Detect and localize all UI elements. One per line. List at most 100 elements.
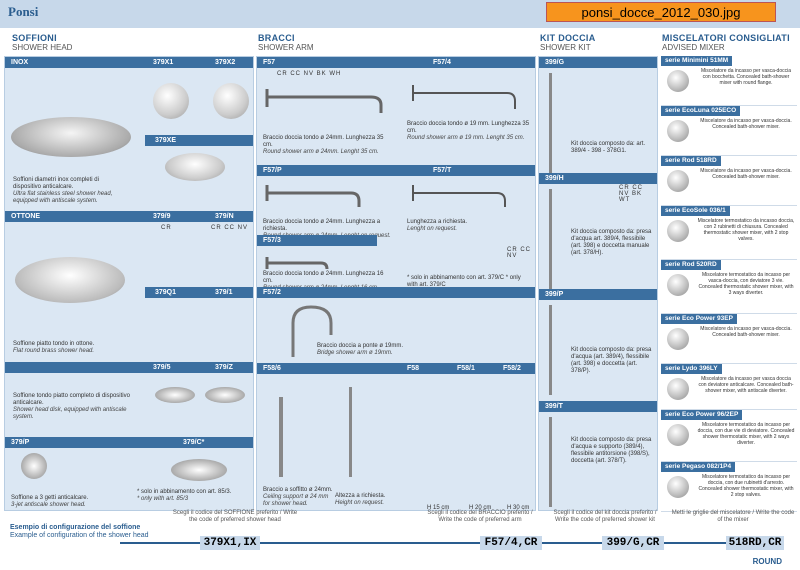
row4-desc-it: Soffione a 3 getti anticalcare. [11, 495, 89, 501]
mixer-item: serie Minimini 51MM Miscelatore da incas… [661, 56, 797, 106]
mixer-desc: Miscelatore da incasso per vasca-doccia … [700, 68, 792, 86]
code-379-5: 379/5 [153, 364, 171, 371]
hint-arm: Scegli il codice del BRACCIO preferito /… [427, 510, 533, 523]
example-code-shower-head: 379X1,IX [200, 536, 260, 550]
flow-arrow [260, 542, 480, 544]
mixer-tag: serie EcoLuna 025ECO [661, 106, 741, 116]
mixer-image [667, 476, 689, 498]
code-379-n: 379/N [215, 213, 234, 220]
arm-f572-drawing [291, 305, 333, 357]
f57t-desc-it: Lunghezza a richiesta. [407, 219, 468, 225]
col-header-soffioni: SOFFIONI SHOWER HEAD [12, 33, 72, 53]
kit-p-description: Kit doccia composto da: presa d'acqua (a… [571, 347, 652, 374]
code-379-p: 379/P [11, 439, 30, 446]
shower-head-379xe-image [165, 153, 225, 181]
mixer-desc: Miscelatore da incasso per vasca-doccia.… [700, 118, 792, 130]
ottone-description: Soffione piatto tondo in ottone. Flat ro… [13, 341, 123, 355]
row4-note: * solo in abbinamento con art. 85/3. * o… [137, 489, 249, 503]
f57-description: Braccio doccia tondo ø 24mm. Lunghezza 3… [263, 135, 393, 156]
mixer-item: serie EcoSole 036/1 Miscelatore termosta… [661, 206, 797, 260]
finish-379-n: CR CC NV [211, 225, 249, 231]
mixer-image [667, 220, 689, 242]
f58-bar: F58/6 F58 F58/1 F58/2 [257, 363, 535, 374]
f58-desc-en: Height on request. [335, 500, 385, 506]
code-379x1: 379X1 [153, 59, 174, 66]
example-code-arm: F57/4,CR [480, 536, 542, 550]
mixer-image [667, 424, 689, 446]
example-title: Esempio di configurazione del soffione E… [10, 524, 149, 540]
mixer-image [667, 70, 689, 92]
code-f57-4: F57/4 [433, 59, 451, 66]
code-f58-1: F58/1 [457, 365, 475, 372]
mixer-desc: Miscelatore da incasso per vasca-doccia.… [700, 168, 792, 180]
mixer-image [667, 274, 689, 296]
kit-t-image [549, 417, 552, 507]
height-f58: H 15 cm [427, 505, 450, 511]
mixer-tag: serie EcoSole 036/1 [661, 206, 730, 216]
row3-bar: 379/5 379/Z [5, 362, 253, 373]
col-title: MISCELATORI CONSIGLIATI [662, 33, 790, 43]
ottone-desc-en: Flat round brass shower head. [13, 348, 95, 354]
mixer-desc: Miscelatore da incasso per vasca doccia … [698, 376, 794, 394]
code-399-p: 399/P [545, 291, 564, 298]
row4-description: Soffione a 3 getti anticalcare. 3-jet an… [11, 495, 111, 509]
inox-label: INOX [11, 59, 29, 66]
col-subtitle: SHOWER ARM [258, 43, 314, 52]
col-title: SOFFIONI [12, 33, 57, 43]
379q1-bar: 379Q1 379/1 [145, 287, 253, 298]
col-header-bracci: BRACCI SHOWER ARM [258, 33, 314, 53]
mixer-tag: serie Lydo 396LY [661, 364, 722, 374]
hint-shower-head: Scegli il codice del SOFFIONE preferito … [172, 510, 298, 523]
row4-bar: 379/P 379/C* [5, 437, 253, 448]
f572-note: * solo in abbinamento con art. 379/C * o… [407, 275, 521, 288]
f573-bar: F57/3 [257, 235, 377, 246]
code-379x2: 379X2 [215, 59, 236, 66]
mixer-desc: Miscelatore termostatico da incasso per … [697, 422, 795, 446]
shower-head-large-image [11, 117, 131, 157]
mixer-desc: Miscelatore da incasso per vasca-doccia.… [700, 326, 792, 338]
row3-description: Soffione tondo piatto completo di dispos… [13, 393, 143, 421]
kit-h-image [549, 189, 552, 289]
code-f57-3: F57/3 [263, 237, 281, 244]
code-379-z: 379/Z [215, 364, 233, 371]
top-bar: Ponsi ponsi_docce_2012_030.jpg [0, 0, 800, 28]
f572-description: Braccio doccia a ponte ø 19mm. Bridge sh… [317, 343, 427, 357]
ceiling-arm-f58-image [349, 387, 352, 477]
code-f57-t: F57/T [433, 167, 452, 174]
mixer-item: serie Eco Power 96/2EP Miscelatore termo… [661, 410, 797, 462]
hint-mixer: Metti le griglie del miscelatore / Write… [671, 510, 795, 523]
f586-desc-en: Ceiling support ø 24 mm for shower head. [263, 494, 329, 507]
mixer-tag: serie Rod 518RD [661, 156, 721, 166]
f57p-desc-it: Braccio doccia tondo ø 24mm. Lunghezza a… [263, 219, 381, 232]
shower-head-379x2-image [213, 83, 249, 119]
ottone-label: OTTONE [11, 213, 41, 220]
mixer-desc: Miscelatore termostatico da incasso docc… [697, 218, 795, 242]
code-379-c: 379/C* [183, 439, 205, 446]
inox-bar: INOX 379X1 379X2 [5, 57, 253, 68]
code-f58: F58 [407, 365, 420, 372]
col-subtitle: SHOWER HEAD [12, 43, 73, 52]
shower-head-ottone-image [15, 257, 125, 303]
ceiling-arm-f58-6-image [279, 397, 283, 477]
code-399-t: 399/T [545, 403, 563, 410]
arm-f57-drawing [265, 89, 383, 113]
code-f58-6: F58/6 [263, 365, 281, 372]
f57-4-desc-en: Round shower arm ø 19 mm. Lenght 35 cm. [407, 135, 525, 141]
finish-379-9: CR [161, 225, 172, 231]
shower-head-379-5-image [155, 387, 195, 403]
kit-t-description: Kit doccia composto da: presa d'acqua e … [571, 437, 652, 464]
kit-g-description: Kit doccia composto da: art. 389/4 - 398… [571, 141, 646, 154]
mixer-desc: Miscelatore termostatico da incasso per … [698, 474, 794, 498]
col-title: BRACCI [258, 33, 295, 43]
code-379q1: 379Q1 [155, 289, 177, 296]
mixer-tag: serie Eco Power 96/2EP [661, 410, 743, 420]
f572-bar: F57/2 [257, 287, 535, 298]
code-379-9: 379/9 [153, 213, 171, 220]
mixer-desc: Miscelatore termostatico da incasso per … [698, 272, 794, 296]
ottone-bar: OTTONE 379/9 379/N [5, 211, 253, 222]
height-f58-1: H 20 cm [469, 505, 492, 511]
row4-desc-en: 3-jet antiscale shower head. [11, 502, 86, 508]
mixer-image [667, 378, 689, 400]
mixer-item: serie Pegaso 082/1P4 Miscelatore termost… [661, 462, 797, 512]
example-title-it: Esempio di configurazione del soffione [10, 524, 141, 531]
